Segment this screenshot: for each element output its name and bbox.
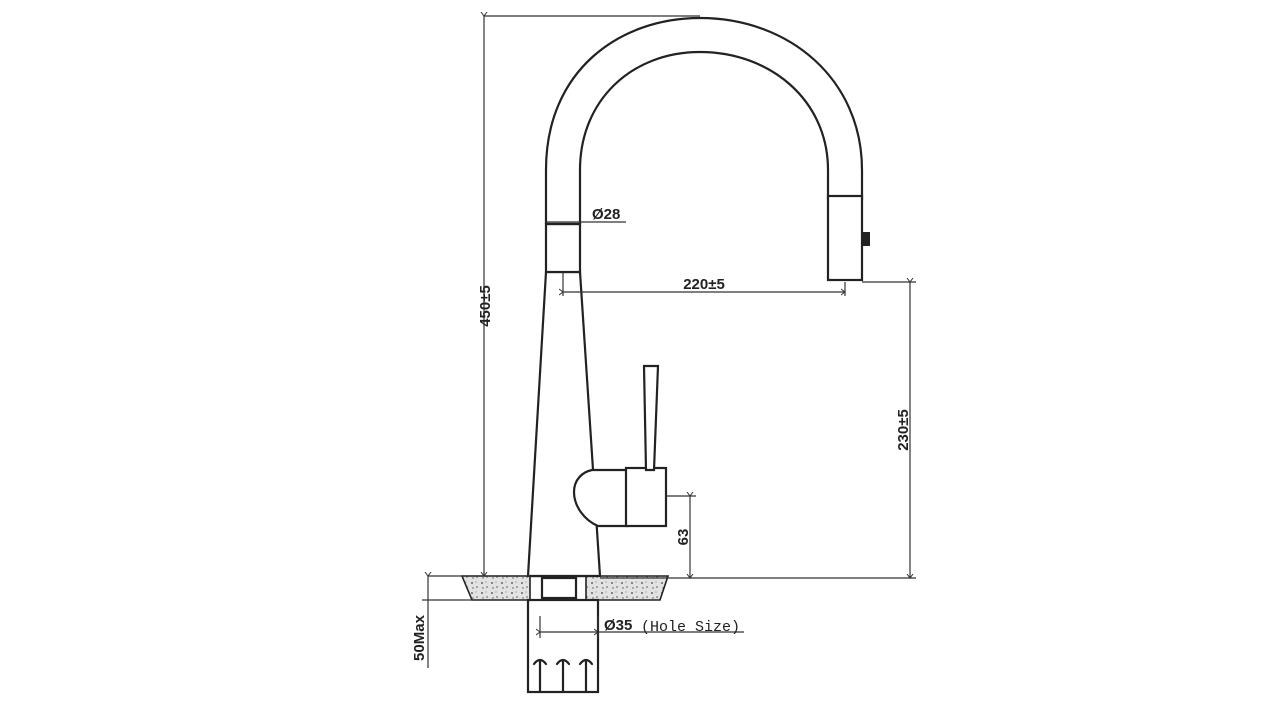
dimension-spout-clearance: 230±5: [600, 282, 916, 578]
spray-head: [826, 194, 870, 282]
handle-assembly: [572, 364, 668, 528]
dimension-hole-diameter: Ø35 (Hole Size): [540, 616, 744, 638]
label-total-height: 450±5: [477, 285, 494, 327]
label-hole-diameter: Ø35: [604, 617, 632, 634]
label-spout-reach: 220±5: [683, 276, 725, 293]
label-handle-height: 63: [675, 529, 692, 546]
dimension-handle-height: 63: [666, 496, 696, 578]
mounting-shank: [526, 576, 600, 694]
dimension-spout-reach: 220±5: [563, 272, 845, 296]
label-hose-diameter: Ø28: [592, 206, 620, 223]
faucet-body: [526, 270, 602, 578]
label-spout-clearance: 230±5: [895, 409, 912, 451]
dimension-deck-thickness: 50Max: [411, 576, 472, 668]
label-deck-thickness: 50Max: [411, 614, 428, 661]
dimension-total-height: 450±5: [428, 16, 700, 576]
gooseneck-spout: [544, 16, 864, 274]
label-hole-note: (Hole Size): [641, 619, 740, 636]
dimension-hose-diameter: Ø28: [546, 206, 626, 223]
